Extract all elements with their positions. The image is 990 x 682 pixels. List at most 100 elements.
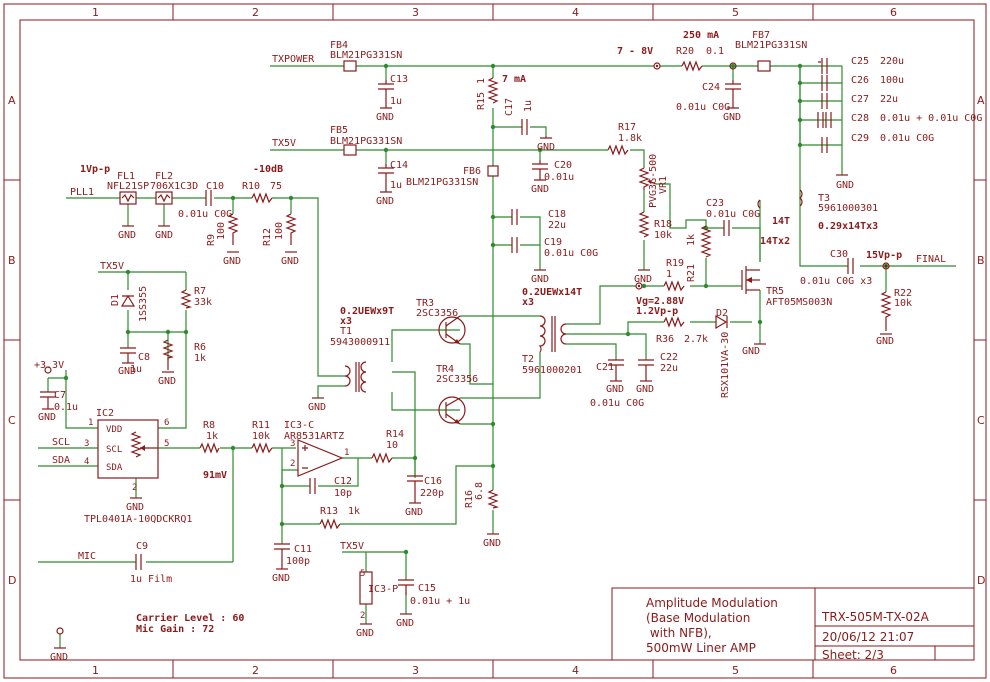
gnd-label: GND <box>405 507 423 518</box>
val-r10: 75 <box>270 181 282 192</box>
transformer-t2 <box>538 315 567 353</box>
drawing-number: TRX-505M-TX-02A <box>821 610 930 624</box>
fb5-symbol <box>343 144 357 156</box>
val-c26: 100u <box>880 75 904 86</box>
pad-vg <box>635 282 643 290</box>
capacitor-symbols <box>40 80 741 595</box>
annot-t1-x3: x3 <box>340 316 352 327</box>
annot-vg: Vg=2.88V <box>636 296 684 307</box>
val-c22: 22u <box>660 363 678 374</box>
ref-fb4: FB4 <box>330 40 348 51</box>
ref-c23: C23 <box>706 198 724 209</box>
pin-num: 5 <box>360 569 365 579</box>
val-r18: 10k <box>654 230 672 241</box>
val-c10: 0.01u C0G <box>178 209 232 220</box>
val-c12: 10p <box>334 488 352 499</box>
col-label-bottom: 1 <box>92 664 99 677</box>
ref-c30: C30 <box>830 249 848 260</box>
ref-c14: C14 <box>390 160 408 171</box>
ref-t3: T3 <box>818 193 830 204</box>
val-c14: 1u <box>390 180 402 191</box>
pin-sda: SDA <box>106 463 123 473</box>
gnd-label: GND <box>836 180 854 191</box>
ref-c17: C17 <box>504 98 515 116</box>
ref-c18: C18 <box>548 209 566 220</box>
d2-symbol <box>715 314 728 330</box>
net-tx5v: TX5V <box>272 138 296 149</box>
row-label-right: D <box>977 574 985 587</box>
net-final: FINAL <box>916 254 946 265</box>
val-r7: 33k <box>194 297 212 308</box>
ref-fl1: FL1 <box>117 171 135 182</box>
gnd-label: GND <box>531 184 549 195</box>
gnd-labels: GND GND GND GND GND GND GND GND GND GND … <box>38 112 894 663</box>
ref-d1: D1 <box>110 294 121 306</box>
ref-c8: C8 <box>138 352 150 363</box>
ref-r13: R13 <box>320 506 338 517</box>
gnd-label: GND <box>281 256 299 267</box>
val-ic3c: AR8531ARTZ <box>284 431 344 442</box>
note-mic-gain: Mic Gain : 72 <box>136 623 214 635</box>
gnd-label: GND <box>396 618 414 629</box>
ref-fb6: FB6 <box>463 166 481 177</box>
net-3v3: +3.3V <box>34 360 64 371</box>
val-r19: 1 <box>666 269 672 280</box>
gnd-label: GND <box>376 196 394 207</box>
ref-c16: C16 <box>424 476 442 487</box>
ref-r12: R12 <box>262 228 273 246</box>
val-r13: 1k <box>348 506 360 517</box>
title-line-3: with NFB), <box>646 626 712 640</box>
ref-c7: C7 <box>54 390 66 401</box>
mosfet-tr5 <box>741 266 760 294</box>
val-tr4: 2SC3356 <box>436 374 478 385</box>
pin-num: 1 <box>88 418 93 428</box>
gnd-label: GND <box>50 652 68 663</box>
ref-c19: C19 <box>544 237 562 248</box>
val-c16: 220p <box>420 488 444 499</box>
col-label-top: 1 <box>92 6 99 19</box>
val-c21: 0.01u C0G <box>590 398 644 409</box>
val-c28: 0.01u + 0.01u C0G <box>880 113 982 124</box>
note-carrier-level: Carrier Level : 60 <box>136 612 244 624</box>
ref-d2: D2 <box>716 308 728 319</box>
ref-c15: C15 <box>418 583 436 594</box>
gnd-label: GND <box>118 230 136 241</box>
ref-c11: C11 <box>294 544 312 555</box>
ref-c24: C24 <box>702 82 720 93</box>
net-pll1: PLL1 <box>70 187 94 198</box>
annot-voltage: 7 - 8V <box>617 46 653 57</box>
val-vr1: PVG3G-500 <box>648 154 659 208</box>
ref-r17: R17 <box>618 122 636 133</box>
ref-ic3c: IC3-C <box>284 420 314 431</box>
ref-r9: R9 <box>206 234 217 246</box>
ref-c25: C25 <box>851 56 869 67</box>
val-c8: 1u <box>130 364 142 375</box>
ref-r8: R8 <box>203 420 215 431</box>
ref-c13: C13 <box>390 74 408 85</box>
pad-fb7 <box>729 62 737 70</box>
gnd-label: GND <box>38 412 56 423</box>
annot-t2-wire: 0.2UEWx14T <box>522 287 582 298</box>
junctions <box>63 63 889 555</box>
val-tr3: 2SC3356 <box>416 308 458 319</box>
ref-r20: R20 <box>676 46 694 57</box>
val-r12: 100 <box>274 222 285 240</box>
gnd-label: GND <box>308 402 326 413</box>
title-line-4: 500mW Liner AMP <box>646 641 756 655</box>
val-c15: 0.01u + 1u <box>410 596 470 607</box>
val-c24: 0.01u C0G <box>676 102 730 113</box>
val-tr5: AFT05MS003N <box>766 297 832 308</box>
val-r20: 0.1 <box>706 46 724 57</box>
annot-vg-pp: 1.2Vp-p <box>636 306 678 317</box>
val-c23: 0.01u C0G <box>706 209 760 220</box>
transformer-t1 <box>344 361 367 393</box>
ref-ic2: IC2 <box>96 408 114 419</box>
pad-final <box>882 262 890 270</box>
grid-labels: 1 2 3 4 5 6 1 2 3 4 5 6 A B C D A B C D <box>8 6 985 677</box>
col-label-top: 6 <box>890 6 897 19</box>
pad-3v3 <box>44 366 52 374</box>
net-sda: SDA <box>52 455 70 466</box>
gnd-label: GND <box>723 112 741 123</box>
